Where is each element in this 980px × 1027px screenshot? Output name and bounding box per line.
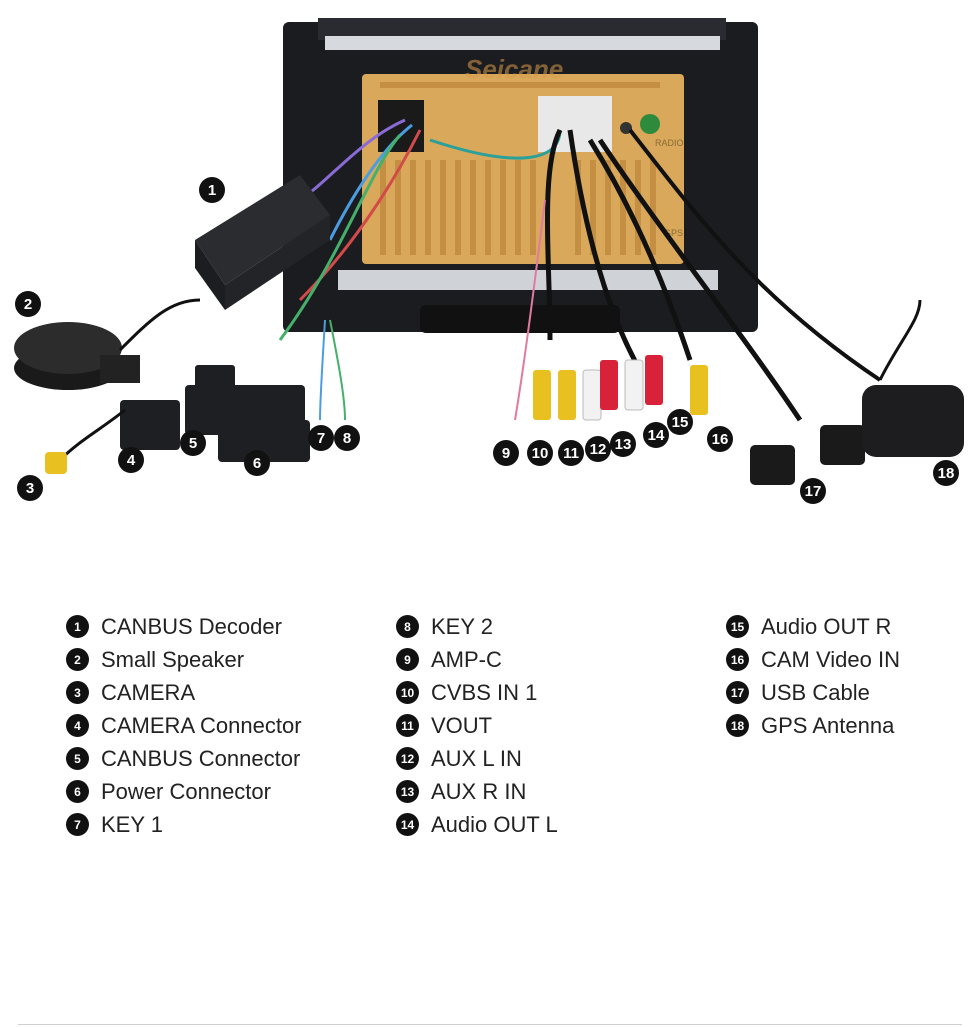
legend-item: 16 CAM Video IN — [726, 643, 900, 676]
legend-number: 7 — [66, 813, 89, 836]
callout-13: 13 — [610, 431, 636, 457]
legend-number: 3 — [66, 681, 89, 704]
brand-watermark: Seicane — [465, 54, 563, 84]
legend-label: Small Speaker — [101, 646, 245, 672]
legend-item: 12 AUX L IN — [396, 742, 558, 775]
legend-number: 17 — [726, 681, 749, 704]
head-unit: RADIO GPS Seicane — [283, 18, 758, 333]
legend-number: 2 — [66, 648, 89, 671]
gps-port-label: GPS — [664, 228, 683, 238]
bottom-divider — [18, 1024, 962, 1025]
legend-item: 18 GPS Antenna — [726, 709, 900, 742]
legend-item: 8 KEY 2 — [396, 610, 558, 643]
legend-label: KEY 1 — [101, 811, 163, 837]
legend-number: 4 — [66, 714, 89, 737]
legend-item: 3 CAMERA — [66, 676, 302, 709]
legend-item: 7 KEY 1 — [66, 808, 302, 841]
legend-number: 10 — [396, 681, 419, 704]
legend-column-3: 15 Audio OUT R 16 CAM Video IN 17 USB Cable… — [726, 610, 900, 742]
product-illustration: RADIO GPS Seicane — [14, 18, 964, 485]
legend-item: 1 CANBUS Decoder — [66, 610, 302, 643]
legend-label: CANBUS Connector — [101, 745, 301, 771]
camera-rca — [45, 452, 67, 474]
callout-4: 4 — [118, 447, 144, 473]
callout-8: 8 — [334, 425, 360, 451]
legend-number: 8 — [396, 615, 419, 638]
legend-number: 16 — [726, 648, 749, 671]
legend-label: CAMERA — [101, 679, 196, 705]
legend-number: 12 — [396, 747, 419, 770]
wiring-bundle — [278, 118, 882, 422]
legend-label: CVBS IN 1 — [431, 679, 538, 705]
legend-label: AUX R IN — [431, 778, 527, 804]
legend-item: 5 CANBUS Connector — [66, 742, 302, 775]
legend-item: 15 Audio OUT R — [726, 610, 900, 643]
legend-label: GPS Antenna — [761, 712, 895, 738]
legend-number: 6 — [66, 780, 89, 803]
legend-item: 2 Small Speaker — [66, 643, 302, 676]
legend-item: 10 CVBS IN 1 — [396, 676, 558, 709]
callout-3: 3 — [17, 475, 43, 501]
callout-12: 12 — [585, 436, 611, 462]
legend-column-1: 1 CANBUS Decoder 2 Small Speaker 3 CAMERA 4… — [66, 610, 302, 841]
radio-port-label: RADIO — [655, 138, 684, 148]
callout-7: 7 — [308, 425, 334, 451]
legend-label: Audio OUT L — [431, 811, 558, 837]
callout-14: 14 — [643, 422, 669, 448]
legend-item: 13 AUX R IN — [396, 775, 558, 808]
legend-number: 13 — [396, 780, 419, 803]
gps-antenna — [862, 299, 964, 457]
legend-label: VOUT — [431, 712, 493, 738]
legend-item: 11 VOUT — [396, 709, 558, 742]
usb-plugs — [750, 425, 865, 485]
legend-item: 6 Power Connector — [66, 775, 302, 808]
legend-item: 17 USB Cable — [726, 676, 900, 709]
canbus-decoder — [195, 175, 330, 310]
legend-number: 14 — [396, 813, 419, 836]
callout-6: 6 — [244, 450, 270, 476]
callout-5: 5 — [180, 430, 206, 456]
legend-label: CAM Video IN — [761, 646, 900, 672]
callout-1: 1 — [199, 177, 225, 203]
legend-label: KEY 2 — [431, 613, 493, 639]
callout-11: 11 — [558, 440, 584, 466]
callout-9: 9 — [493, 440, 519, 466]
legend-label: Audio OUT R — [761, 613, 892, 639]
rca-plugs — [533, 355, 708, 421]
callout-10: 10 — [527, 440, 553, 466]
callout-18: 18 — [933, 460, 959, 486]
legend-number: 5 — [66, 747, 89, 770]
legend-item: 14 Audio OUT L — [396, 808, 558, 841]
callout-17: 17 — [800, 478, 826, 504]
legend-number: 11 — [396, 714, 419, 737]
legend-item: 9 AMP-C — [396, 643, 558, 676]
legend-number: 1 — [66, 615, 89, 638]
callout-2: 2 — [15, 291, 41, 317]
legend-label: AMP-C — [431, 646, 502, 672]
legend-label: Power Connector — [101, 778, 271, 804]
legend-number: 18 — [726, 714, 749, 737]
legend-label: CANBUS Decoder — [101, 613, 282, 639]
legend-item: 4 CAMERA Connector — [66, 709, 302, 742]
legend-label: AUX L IN — [431, 745, 522, 771]
legend-label: CAMERA Connector — [101, 712, 302, 738]
callout-16: 16 — [707, 426, 733, 452]
legend-number: 9 — [396, 648, 419, 671]
legend-number: 15 — [726, 615, 749, 638]
legend-label: USB Cable — [761, 679, 870, 705]
connectors — [120, 365, 310, 462]
legend-column-2: 8 KEY 2 9 AMP-C 10 CVBS IN 1 11 VOUT 12 AUX L… — [396, 610, 558, 841]
callout-15: 15 — [667, 409, 693, 435]
small-speaker — [14, 298, 201, 390]
